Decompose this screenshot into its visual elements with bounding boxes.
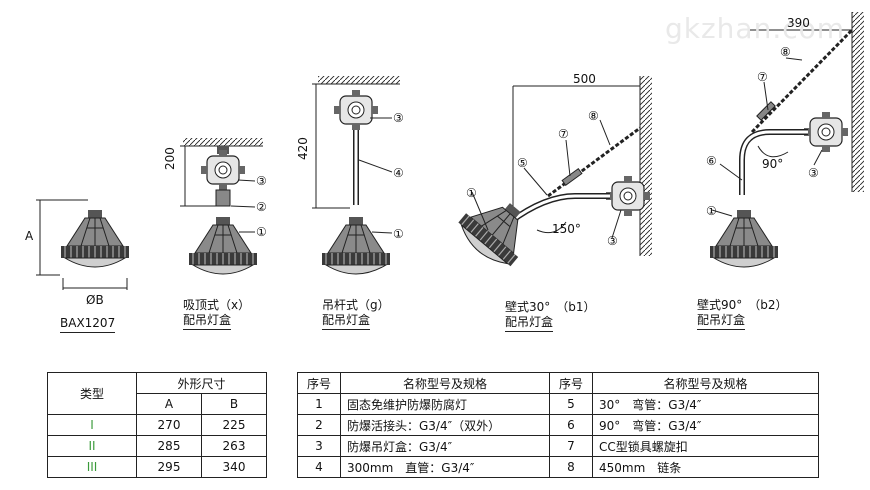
callout-1-g: ① [393, 227, 404, 241]
callout-3-b1: ③ [607, 234, 618, 248]
caption-wall30: 壁式30° （b1） 配吊灯盒 [505, 300, 596, 332]
dim-200-label: 200 [163, 147, 177, 170]
dim-ob-label: ØB [86, 293, 104, 307]
parts-header-name-right: 名称型号及规格 [592, 372, 819, 394]
dim-420-label: 420 [296, 137, 310, 160]
callout-1-x: ① [256, 225, 267, 239]
part-name: 90° 弯管：G3/4″ [592, 414, 819, 436]
angle-150-label: 150° [552, 222, 581, 236]
dim-table-header-type: 类型 [47, 372, 137, 415]
part-name: 300mm 直管：G3/4″ [340, 456, 550, 478]
lamp-bax1207 [36, 199, 130, 290]
callout-3-b2: ③ [808, 166, 819, 180]
dim-a-label: A [25, 229, 34, 243]
lamp-ceiling-x [180, 138, 263, 275]
dim-table-header-b: B [201, 393, 267, 415]
table-row: I 270 225 [47, 414, 267, 436]
dim-a: 285 [136, 435, 202, 457]
callout-7-b1: ⑦ [558, 127, 569, 141]
dim-table-header-a: A [136, 393, 202, 415]
table-row: III 295 340 [47, 456, 267, 478]
caption-pendant: 吊杆式（g） 配吊灯盒 [322, 298, 390, 330]
part-no: 1 [297, 393, 341, 415]
part-no: 4 [297, 456, 341, 478]
table-row: 1 固态免维护防爆防腐灯 5 30° 弯管：G3/4″ [297, 393, 819, 415]
callout-1-b1: ① [466, 186, 477, 200]
part-no: 7 [549, 435, 593, 457]
part-no: 6 [549, 414, 593, 436]
callout-3-x: ③ [256, 174, 267, 188]
part-name: CC型锁具螺旋扣 [592, 435, 819, 457]
parts-table: 序号 名称型号及规格 序号 名称型号及规格 1 固态免维护防爆防腐灯 5 30°… [297, 372, 819, 478]
parts-header-no-left: 序号 [297, 372, 341, 394]
callout-7-b2: ⑦ [757, 70, 768, 84]
lamp-pendant-g [312, 76, 400, 275]
angle-90-label: 90° [762, 157, 784, 171]
callout-2-x: ② [256, 200, 267, 214]
table-row: II 285 263 [47, 435, 267, 457]
callout-8-b2: ⑧ [780, 45, 791, 59]
callout-8-b1: ⑧ [588, 109, 599, 123]
table-row: 4 300mm 直管：G3/4″ 8 450mm 链条 [297, 456, 819, 478]
caption-wall90: 壁式90° （b2） 配吊灯盒 [697, 298, 788, 330]
part-no: 8 [549, 456, 593, 478]
caption-ceiling: 吸顶式（x） 配吊灯盒 [183, 298, 250, 330]
dim-b: 340 [201, 456, 267, 478]
dim-type: III [47, 456, 137, 478]
callout-5-b1: ⑤ [517, 156, 528, 170]
callout-1-b2: ① [706, 204, 717, 218]
callout-3-g: ③ [393, 111, 404, 125]
dim-b: 263 [201, 435, 267, 457]
part-no: 5 [549, 393, 593, 415]
part-no: 2 [297, 414, 341, 436]
dim-a: 270 [136, 414, 202, 436]
dim-type: II [47, 435, 137, 457]
parts-header-name-left: 名称型号及规格 [340, 372, 550, 394]
part-name: 固态免维护防爆防腐灯 [340, 393, 550, 415]
part-no: 3 [297, 435, 341, 457]
dim-500-label: 500 [573, 72, 596, 86]
dimension-table: 类型 外形尺寸 A B I 270 225 II 285 263 III 295… [47, 372, 267, 478]
lamp-wall30-b1 [451, 76, 652, 274]
dim-table-header-size: 外形尺寸 [136, 372, 267, 394]
callout-6-b2: ⑥ [706, 154, 717, 168]
lamp-wall90-b2 [709, 12, 864, 268]
part-name: 450mm 链条 [592, 456, 819, 478]
callout-4-g: ④ [393, 166, 404, 180]
part-name: 防爆活接头：G3/4″（双外） [340, 414, 550, 436]
parts-header-no-right: 序号 [549, 372, 593, 394]
dim-b: 225 [201, 414, 267, 436]
table-row: 2 防爆活接头：G3/4″（双外） 6 90° 弯管：G3/4″ [297, 414, 819, 436]
part-name: 30° 弯管：G3/4″ [592, 393, 819, 415]
caption-model: BAX1207 [60, 316, 116, 333]
dim-a: 295 [136, 456, 202, 478]
table-row: 3 防爆吊灯盒：G3/4″ 7 CC型锁具螺旋扣 [297, 435, 819, 457]
watermark: gkzhan.com [665, 12, 846, 45]
dim-type: I [47, 414, 137, 436]
dim-390-label: 390 [787, 16, 810, 30]
part-name: 防爆吊灯盒：G3/4″ [340, 435, 550, 457]
